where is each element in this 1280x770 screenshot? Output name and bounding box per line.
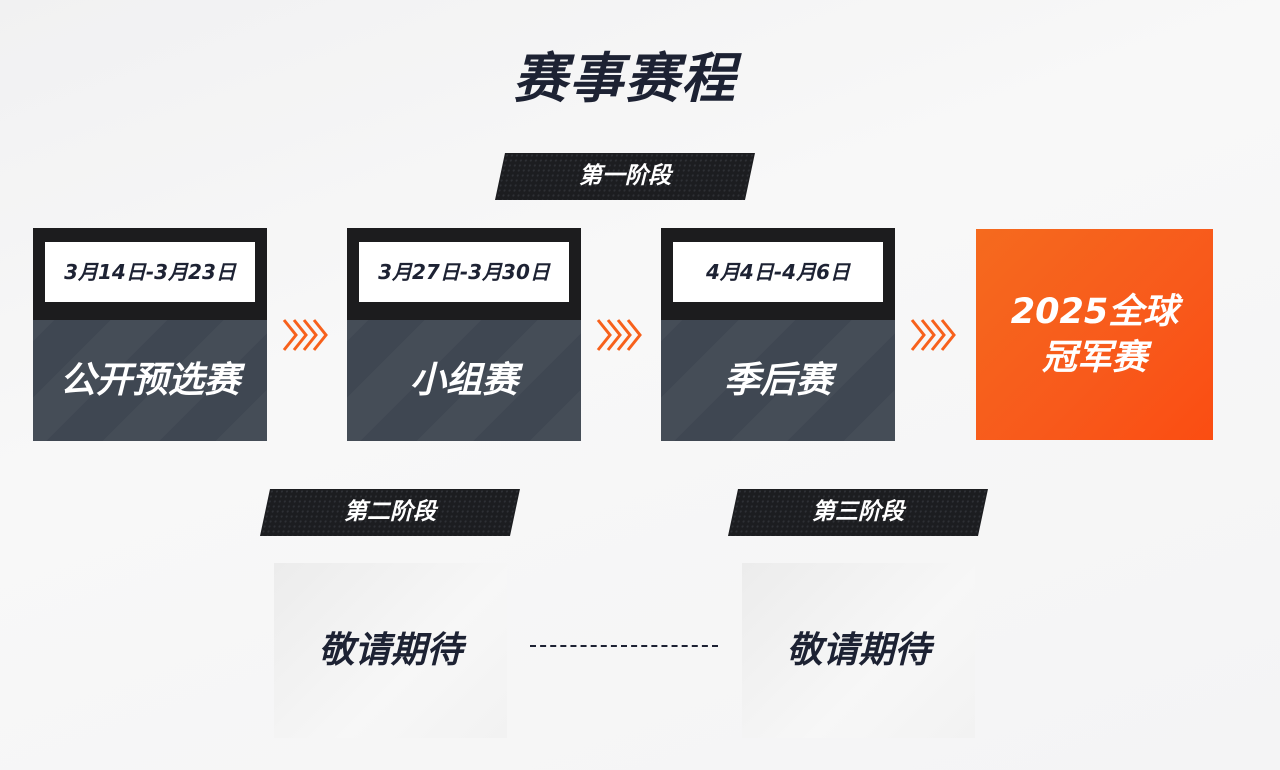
event-card-world-championship[interactable]: 2025全球冠军赛 [976, 229, 1213, 440]
stage-3-banner: 第三阶段 [728, 489, 988, 536]
dashed-connector [530, 645, 718, 647]
event-name: 公开预选赛 [59, 360, 240, 401]
event-name: 季后赛 [723, 360, 832, 401]
event-card-open-qualifier[interactable]: 3月14日-3月23日 公开预选赛 [33, 228, 267, 441]
stage-2-banner: 第二阶段 [260, 489, 520, 536]
event-name: 小组赛 [409, 360, 518, 401]
event-card-playoffs[interactable]: 4月4日-4月6日 季后赛 [661, 228, 895, 441]
event-date: 3月27日-3月30日 [359, 242, 569, 302]
final-title: 2025全球冠军赛 [1011, 289, 1178, 381]
stage-1-label: 第一阶段 [579, 163, 671, 189]
event-date: 3月14日-3月23日 [45, 242, 255, 302]
stage-2-placeholder: 敬请期待 [274, 563, 507, 738]
stage-3-label: 第三阶段 [812, 499, 904, 525]
chevrons-right-icon [910, 319, 956, 351]
final-line-2: 冠军赛 [1041, 337, 1147, 378]
stage-2-label: 第二阶段 [344, 499, 436, 525]
page-title: 赛事赛程 [513, 47, 737, 110]
final-line-1: 2025全球 [1010, 291, 1179, 332]
event-card-group-stage[interactable]: 3月27日-3月30日 小组赛 [347, 228, 581, 441]
stage-1-banner: 第一阶段 [495, 153, 755, 200]
chevrons-right-icon [596, 319, 642, 351]
stage-3-placeholder: 敬请期待 [742, 563, 975, 738]
event-date: 4月4日-4月6日 [673, 242, 883, 302]
chevrons-right-icon [282, 319, 328, 351]
